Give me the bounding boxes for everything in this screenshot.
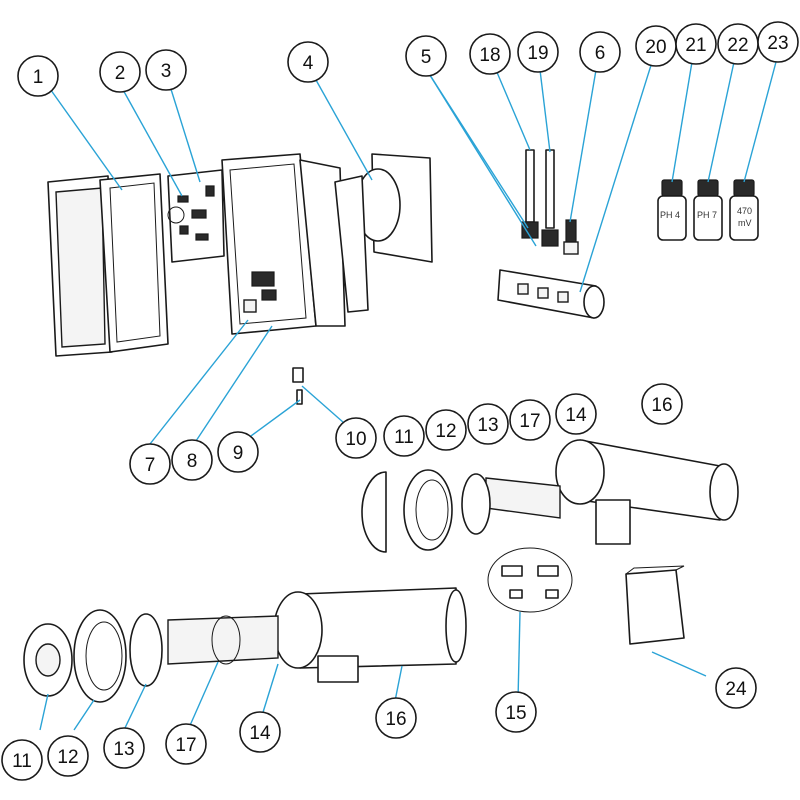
callout-12-upper-label: 12 [435, 421, 456, 442]
callout-14-lower: 14 [239, 711, 281, 753]
callout-19-label: 19 [527, 43, 548, 64]
callout-16-upper: 16 [641, 383, 683, 425]
callout-17-upper: 17 [509, 399, 551, 441]
callout-1: 1 [17, 55, 59, 97]
callout-18: 18 [469, 33, 511, 75]
part-probe-holder [497, 269, 605, 319]
part-junction-box [625, 565, 685, 645]
part-spring-kit [487, 547, 573, 613]
part-bottle-ph7: PH 7 [693, 179, 723, 241]
callout-9-label: 9 [233, 443, 244, 464]
callout-11-upper: 11 [383, 415, 425, 457]
callout-5-label: 5 [421, 47, 432, 68]
part-cap-upper [361, 471, 387, 553]
callout-12-lower: 12 [47, 735, 89, 777]
callout-22-label: 22 [727, 35, 748, 56]
callout-20-label: 20 [645, 37, 666, 58]
part-screw [296, 389, 303, 405]
part-front-cover [47, 175, 113, 357]
part-cap-lower [23, 623, 73, 697]
callout-17-lower-label: 17 [175, 735, 196, 756]
bottle-ph7-label: PH 7 [697, 210, 717, 220]
callout-11-upper-label: 11 [394, 427, 414, 448]
callout-16-lower: 16 [375, 697, 417, 739]
callout-13-upper: 13 [467, 403, 509, 445]
callout-13-lower: 13 [103, 727, 145, 769]
part-probe-ph [521, 149, 539, 239]
callout-24: 24 [715, 667, 757, 709]
callout-11-lower-label: 11 [12, 751, 32, 772]
callout-13-lower-label: 13 [113, 739, 134, 760]
part-bottle-orp: 470 mV [729, 179, 759, 241]
callout-19: 19 [517, 31, 559, 73]
callout-14-upper: 14 [555, 393, 597, 435]
part-probe-plug [563, 219, 579, 255]
part-terminal-upper [461, 473, 491, 535]
callout-9: 9 [217, 431, 259, 473]
callout-8: 8 [171, 439, 213, 481]
bottle-orp-value: 470 [737, 206, 752, 216]
callout-12-lower-label: 12 [57, 747, 78, 768]
callout-7-label: 7 [145, 455, 156, 476]
callout-23: 23 [757, 21, 799, 63]
callout-17-lower: 17 [165, 723, 207, 765]
part-nut-upper [403, 469, 453, 551]
callout-17-upper-label: 17 [519, 411, 540, 432]
part-nut-lower [73, 609, 127, 703]
callout-11-lower: 11 [1, 739, 43, 781]
callout-21: 21 [675, 23, 717, 65]
part-housing [221, 153, 346, 335]
callout-2-label: 2 [115, 63, 126, 84]
part-cell-body-lower [273, 587, 467, 683]
part-cell-body-upper [555, 439, 739, 545]
callout-20: 20 [635, 25, 677, 67]
callout-10: 10 [335, 417, 377, 459]
callout-4-label: 4 [303, 53, 314, 74]
callout-14-upper-label: 14 [565, 405, 587, 426]
callout-3-label: 3 [161, 61, 172, 82]
part-electrode-upper [485, 477, 561, 519]
callout-22: 22 [717, 23, 759, 65]
callout-3: 3 [145, 49, 187, 91]
callout-1-label: 1 [33, 67, 44, 88]
callout-18-label: 18 [479, 45, 500, 66]
callout-23-label: 23 [767, 33, 788, 54]
callout-4: 4 [287, 41, 329, 83]
callout-6-label: 6 [595, 43, 606, 64]
callout-10-label: 10 [345, 429, 366, 450]
callout-24-label: 24 [725, 679, 747, 700]
bottle-ph4-label: PH 4 [660, 210, 680, 220]
leader-lines [39, 61, 777, 731]
part-frame-gasket [99, 173, 169, 353]
callout-15: 15 [495, 691, 537, 733]
callout-12-upper: 12 [425, 409, 467, 451]
part-probe-orp [541, 149, 559, 247]
callout-8-label: 8 [187, 451, 198, 472]
part-electrode-lower [167, 615, 279, 665]
callout-6: 6 [579, 31, 621, 73]
callout-5: 5 [405, 35, 447, 77]
part-terminal-lower [129, 613, 163, 687]
part-cable-gland [292, 367, 304, 383]
callout-16-lower-label: 16 [385, 709, 406, 730]
callout-2: 2 [99, 51, 141, 93]
part-bottle-ph4: PH 4 [657, 179, 687, 241]
callout-15-label: 15 [505, 703, 526, 724]
part-wall-bracket [334, 153, 433, 313]
callout-7: 7 [129, 443, 171, 485]
callout-21-label: 21 [685, 35, 706, 56]
callout-13-upper-label: 13 [477, 415, 498, 436]
callout-16-upper-label: 16 [651, 395, 672, 416]
callout-14-lower-label: 14 [249, 723, 271, 744]
part-circuit-board [167, 169, 225, 263]
bottle-orp-unit: mV [738, 218, 752, 228]
